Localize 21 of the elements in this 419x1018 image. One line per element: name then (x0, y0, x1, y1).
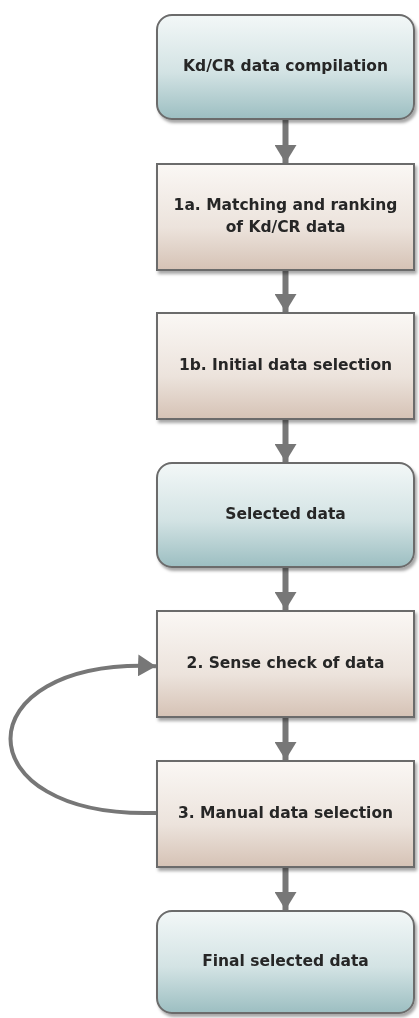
process-box (156, 610, 415, 718)
process-box (156, 760, 415, 868)
arrow (274, 271, 297, 312)
box-label: 3. Manual data selection (177, 803, 394, 825)
arrow (274, 568, 297, 610)
box-label: Kd/CR data compilation (183, 56, 388, 78)
box-label: Final selected data (202, 951, 369, 973)
box-label: 1b. Initial data selection (178, 355, 393, 377)
process-box (156, 312, 415, 420)
arrow (274, 718, 297, 760)
box-label: 1a. Matching and ranking of Kd/CR data (172, 195, 399, 238)
terminal-box (156, 910, 415, 1014)
arrow (274, 868, 297, 910)
arrow (8, 655, 157, 815)
arrow (274, 120, 297, 163)
terminal-box (156, 462, 415, 568)
box-label: Selected data (225, 504, 346, 526)
arrow (274, 420, 297, 462)
process-box (156, 163, 415, 271)
box-label: 2. Sense check of data (186, 653, 385, 675)
terminal-box (156, 14, 415, 120)
